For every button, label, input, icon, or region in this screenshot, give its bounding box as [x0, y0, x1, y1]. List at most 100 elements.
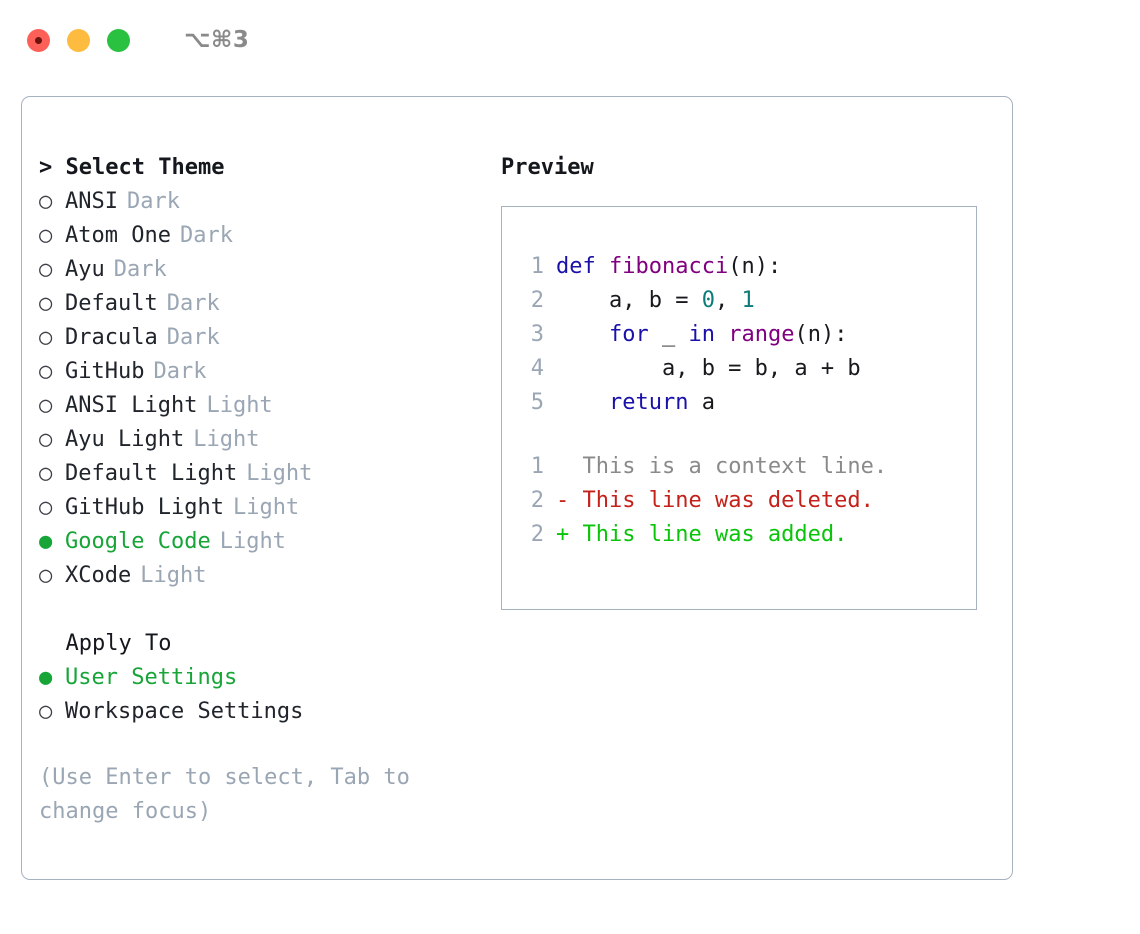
theme-option-label: Default: [65, 291, 158, 316]
diff-line-add: 2 + This line was added.: [516, 518, 970, 552]
diff-line-number: 2: [530, 488, 544, 513]
theme-option-ansi[interactable]: ○ ANSI Dark: [39, 185, 499, 219]
radio-unselected-icon: ○: [39, 699, 53, 724]
code-line-number: 4: [530, 356, 544, 381]
radio-unselected-icon: ○: [39, 461, 53, 486]
code-token-pl: (n):: [794, 322, 848, 347]
theme-variant-badge: Light: [246, 461, 313, 486]
apply-option-user-settings[interactable]: ●User Settings: [39, 661, 499, 695]
theme-option-ansi-light[interactable]: ○ ANSI Light Light: [39, 389, 499, 423]
diff-gap: [516, 420, 970, 450]
diff-sample: 1 This is a context line.2- This line wa…: [516, 450, 970, 552]
section-spacer: [39, 593, 499, 627]
radio-unselected-icon: ○: [39, 563, 53, 588]
code-line: 4 a, b = b, a + b: [516, 352, 970, 386]
heading-prefix-caret: >: [39, 155, 53, 180]
code-line-text: def fibonacci(n):: [556, 250, 781, 284]
radio-unselected-icon: ○: [39, 393, 53, 418]
theme-option-github[interactable]: ○ GitHub Dark: [39, 355, 499, 389]
zoom-button-icon[interactable]: [107, 28, 130, 52]
theme-option-ayu[interactable]: ○ Ayu Dark: [39, 253, 499, 287]
theme-variant-badge: Light: [206, 393, 273, 418]
code-token-pl: ,: [714, 288, 742, 313]
theme-variant-badge: Dark: [179, 223, 233, 248]
theme-option-label: Default Light: [65, 461, 238, 486]
code-line: 5 return a: [516, 386, 970, 420]
code-line-number: 5: [530, 390, 544, 415]
theme-variant-badge: Light: [140, 563, 207, 588]
theme-option-label: XCode: [65, 563, 132, 588]
code-line-number: 3: [530, 322, 544, 347]
theme-option-default[interactable]: ○ Default Dark: [39, 287, 499, 321]
code-token-num: 0: [701, 288, 715, 313]
theme-variant-badge: Dark: [113, 257, 167, 282]
close-button-icon[interactable]: [27, 28, 50, 52]
theme-variant-badge: Dark: [166, 291, 220, 316]
code-token-fn: fibonacci: [608, 254, 729, 279]
radio-unselected-icon: ○: [39, 359, 53, 384]
code-token-pl: [556, 322, 609, 347]
theme-option-label: Dracula: [65, 325, 158, 350]
minimize-button-icon[interactable]: [67, 28, 90, 52]
code-token-pl: (n):: [728, 254, 782, 279]
keyboard-shortcut-label: ⌥⌘3: [184, 27, 250, 53]
radio-unselected-icon: ○: [39, 495, 53, 520]
theme-variant-badge: Dark: [153, 359, 207, 384]
code-token-fn: range: [728, 322, 795, 347]
apply-option-workspace-settings[interactable]: ○ Workspace Settings: [39, 695, 499, 729]
code-token-pl: [556, 390, 609, 415]
theme-option-xcode[interactable]: ○ XCode Light: [39, 559, 499, 593]
code-line-number: 1: [530, 254, 544, 279]
theme-variant-badge: Light: [193, 427, 260, 452]
apply-to-list: ●User Settings ○ Workspace Settings: [39, 661, 499, 729]
diff-line-del: 2- This line was deleted.: [516, 484, 970, 518]
radio-unselected-icon: ○: [39, 325, 53, 350]
code-token-pl: a, b =: [556, 288, 702, 313]
theme-option-label: ANSI: [65, 189, 118, 214]
code-token-kw: in: [688, 322, 715, 347]
radio-unselected-icon: ○: [39, 257, 53, 282]
diff-sign: [556, 450, 583, 484]
code-token-num: 1: [741, 288, 755, 313]
diff-line-text: This line was deleted.: [582, 488, 874, 513]
radio-unselected-icon: ○: [39, 291, 53, 316]
code-line-text: return a: [556, 386, 715, 420]
select-theme-heading: > Select Theme: [39, 151, 499, 185]
code-line-text: for _ in range(n):: [556, 318, 847, 352]
radio-unselected-icon: ○: [39, 189, 53, 214]
radio-selected-icon: ●: [39, 665, 53, 690]
apply-option-label: Workspace Settings: [65, 699, 304, 724]
theme-option-label: Ayu: [65, 257, 105, 282]
code-line: 1 def fibonacci(n):: [516, 250, 970, 284]
theme-option-label: GitHub: [65, 359, 145, 384]
theme-variant-badge: Light: [219, 529, 286, 554]
diff-line-text: This line was added.: [582, 522, 848, 547]
radio-unselected-icon: ○: [39, 223, 53, 248]
theme-option-label: GitHub Light: [65, 495, 224, 520]
diff-line-number: 2: [530, 522, 544, 547]
theme-option-default-light[interactable]: ○ Default Light Light: [39, 457, 499, 491]
diff-line-number: 1: [530, 454, 544, 479]
code-line-text: a, b = 0, 1: [556, 284, 755, 318]
diff-sign: +: [556, 522, 583, 547]
code-token-pl: a, b = b, a + b: [556, 356, 861, 381]
theme-option-label: Google Code: [65, 529, 211, 554]
title-bar: ⌥⌘3: [0, 0, 1140, 80]
code-token-pl: _: [648, 322, 689, 347]
theme-option-label: ANSI Light: [65, 393, 198, 418]
code-line: 2 a, b = 0, 1: [516, 284, 970, 318]
traffic-light-group: [27, 28, 130, 52]
code-line-number: 2: [530, 288, 544, 313]
preview-heading: Preview: [501, 155, 594, 180]
theme-variant-badge: Dark: [126, 189, 180, 214]
